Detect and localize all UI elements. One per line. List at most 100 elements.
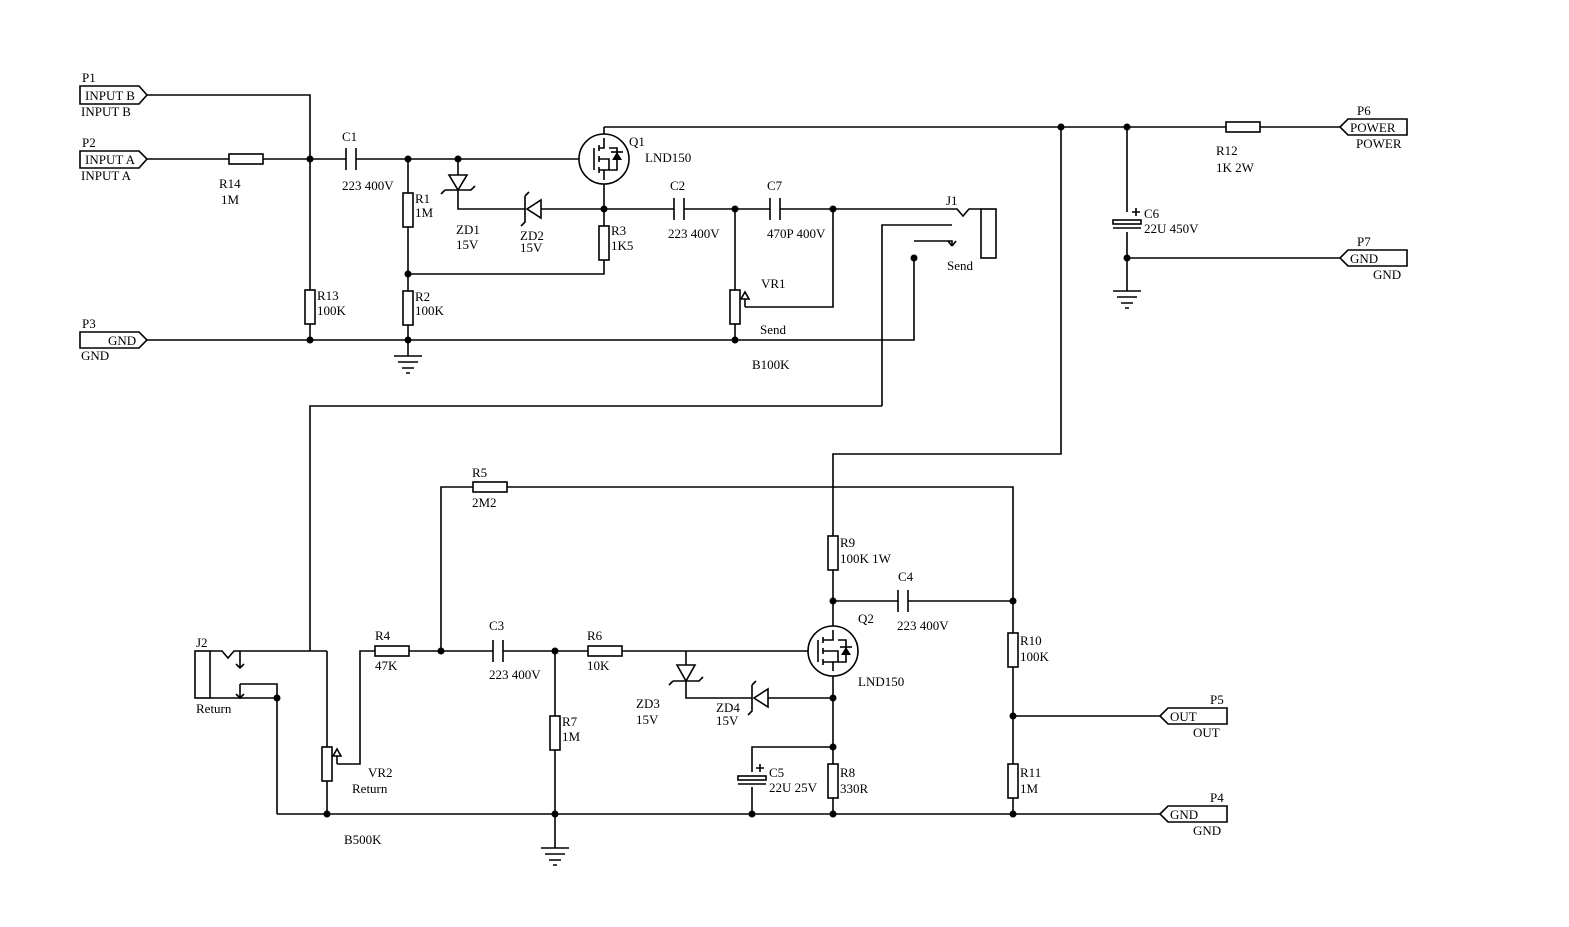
port-p2-input-a: P2 INPUT A INPUT A xyxy=(79,135,149,183)
port-p1-input-b: P1 INPUT B INPUT B xyxy=(79,70,149,119)
potentiometer-vr1: VR1 Send B100K xyxy=(729,276,790,372)
port-p4-gnd: P4 GND GND xyxy=(1158,790,1228,838)
component-value: 100K xyxy=(1020,649,1050,664)
port-ref: P7 xyxy=(1357,234,1371,249)
component-value: 223 400V xyxy=(489,667,541,682)
component-ref: ZD4 xyxy=(716,700,740,715)
component-ref: ZD1 xyxy=(456,222,480,237)
component-ref: R4 xyxy=(375,628,391,643)
port-p5-out: P5 OUT OUT xyxy=(1158,692,1228,740)
component-value: 1M xyxy=(1020,781,1039,796)
zener-diode-zd1: ZD1 15V xyxy=(440,174,480,252)
junction-dot xyxy=(273,694,281,702)
component-ref: R1 xyxy=(415,191,430,206)
capacitor-c7: C7 470P 400V xyxy=(767,178,826,241)
component-ref: R12 xyxy=(1216,143,1238,158)
junction-dots xyxy=(273,123,1131,818)
component-value: 100K xyxy=(415,303,445,318)
port-ref: P3 xyxy=(82,316,96,331)
port-label: GND xyxy=(108,333,136,348)
resistor-r6: R6 10K xyxy=(587,628,623,673)
wires xyxy=(147,94,1340,848)
component-value: 15V xyxy=(636,712,659,727)
component-value: 100K xyxy=(317,303,347,318)
component-ref: C5 xyxy=(769,765,784,780)
port-ref: P6 xyxy=(1357,103,1371,118)
resistor-r7: R7 1M xyxy=(549,714,581,751)
junction-dot xyxy=(1123,254,1131,262)
junction-dot xyxy=(323,810,331,818)
resistor-r1: R1 1M xyxy=(402,191,434,228)
component-value: 15V xyxy=(520,240,543,255)
junction-dot xyxy=(1123,123,1131,131)
plus-sign xyxy=(756,764,764,772)
component-value: 100K 1W xyxy=(840,551,892,566)
junction-dot xyxy=(404,155,412,163)
component-value: 47K xyxy=(375,658,398,673)
component-value: 223 400V xyxy=(897,618,949,633)
component-ref: C1 xyxy=(342,129,357,144)
component-value: 1K 2W xyxy=(1216,160,1255,175)
component-ref: Q1 xyxy=(629,134,645,149)
port-ref: P4 xyxy=(1210,790,1224,805)
junction-dot xyxy=(829,597,837,605)
component-ref: VR2 xyxy=(368,765,393,780)
capacitor-c1: C1 223 400V xyxy=(342,129,394,193)
capacitor-c4: C4 223 400V xyxy=(897,569,949,633)
resistor-r12: R12 1K 2W xyxy=(1216,121,1261,175)
component-ref: C2 xyxy=(670,178,685,193)
capacitor-c5-polarized: C5 22U 25V xyxy=(737,764,818,795)
component-ref: R8 xyxy=(840,765,855,780)
potentiometer-vr2: VR2 Return B500K xyxy=(321,746,393,847)
resistor-r9: R9 100K 1W xyxy=(827,535,892,571)
component-value: LND150 xyxy=(645,150,691,165)
component-ref: C4 xyxy=(898,569,914,584)
component-name: Return xyxy=(196,701,232,716)
junction-dot xyxy=(829,743,837,751)
component-ref: VR1 xyxy=(761,276,786,291)
capacitor-c2: C2 223 400V xyxy=(668,178,720,241)
component-value: B100K xyxy=(752,357,790,372)
junction-dot xyxy=(600,205,608,213)
junction-dot xyxy=(437,647,445,655)
resistor-r3: R3 1K5 xyxy=(598,223,633,261)
zener-diode-zd4: ZD4 15V xyxy=(716,680,769,728)
component-ref: C6 xyxy=(1144,206,1160,221)
junction-dot xyxy=(454,155,462,163)
junction-dot xyxy=(1009,810,1017,818)
junction-dot xyxy=(829,694,837,702)
ground-symbol xyxy=(1113,290,1141,309)
port-net-name: OUT xyxy=(1193,725,1220,740)
mosfet-q2: Q2 LND150 xyxy=(807,611,904,689)
component-value: 22U 25V xyxy=(769,780,818,795)
port-label: GND xyxy=(1350,251,1378,266)
component-name: Send xyxy=(947,258,974,273)
port-net-name: INPUT A xyxy=(81,168,132,183)
resistor-r14: R14 1M xyxy=(219,153,264,207)
port-net-name: POWER xyxy=(1356,136,1402,151)
component-value: 15V xyxy=(716,713,739,728)
port-net-name: GND xyxy=(1373,267,1401,282)
component-value: 22U 450V xyxy=(1144,221,1199,236)
port-ref: P5 xyxy=(1210,692,1224,707)
mosfet-q1: Q1 LND150 xyxy=(578,133,691,185)
plus-sign xyxy=(1132,208,1140,216)
component-ref: R3 xyxy=(611,223,626,238)
ground-symbol xyxy=(394,355,422,374)
junction-dot xyxy=(829,205,837,213)
zener-diode-zd3: ZD3 15V xyxy=(636,664,704,727)
component-ref: R6 xyxy=(587,628,603,643)
junction-dot xyxy=(731,336,739,344)
component-ref: R14 xyxy=(219,176,241,191)
component-ref: C3 xyxy=(489,618,504,633)
component-value: 1M xyxy=(221,192,240,207)
resistor-r8: R8 330R xyxy=(827,763,869,799)
resistor-r2: R2 100K xyxy=(402,289,445,326)
component-value: 223 400V xyxy=(342,178,394,193)
component-value: 330R xyxy=(840,781,869,796)
component-name: Send xyxy=(760,322,787,337)
component-ref: J2 xyxy=(196,635,208,650)
junction-dot xyxy=(1009,597,1017,605)
junction-dot xyxy=(404,270,412,278)
ground-symbol xyxy=(541,847,569,866)
